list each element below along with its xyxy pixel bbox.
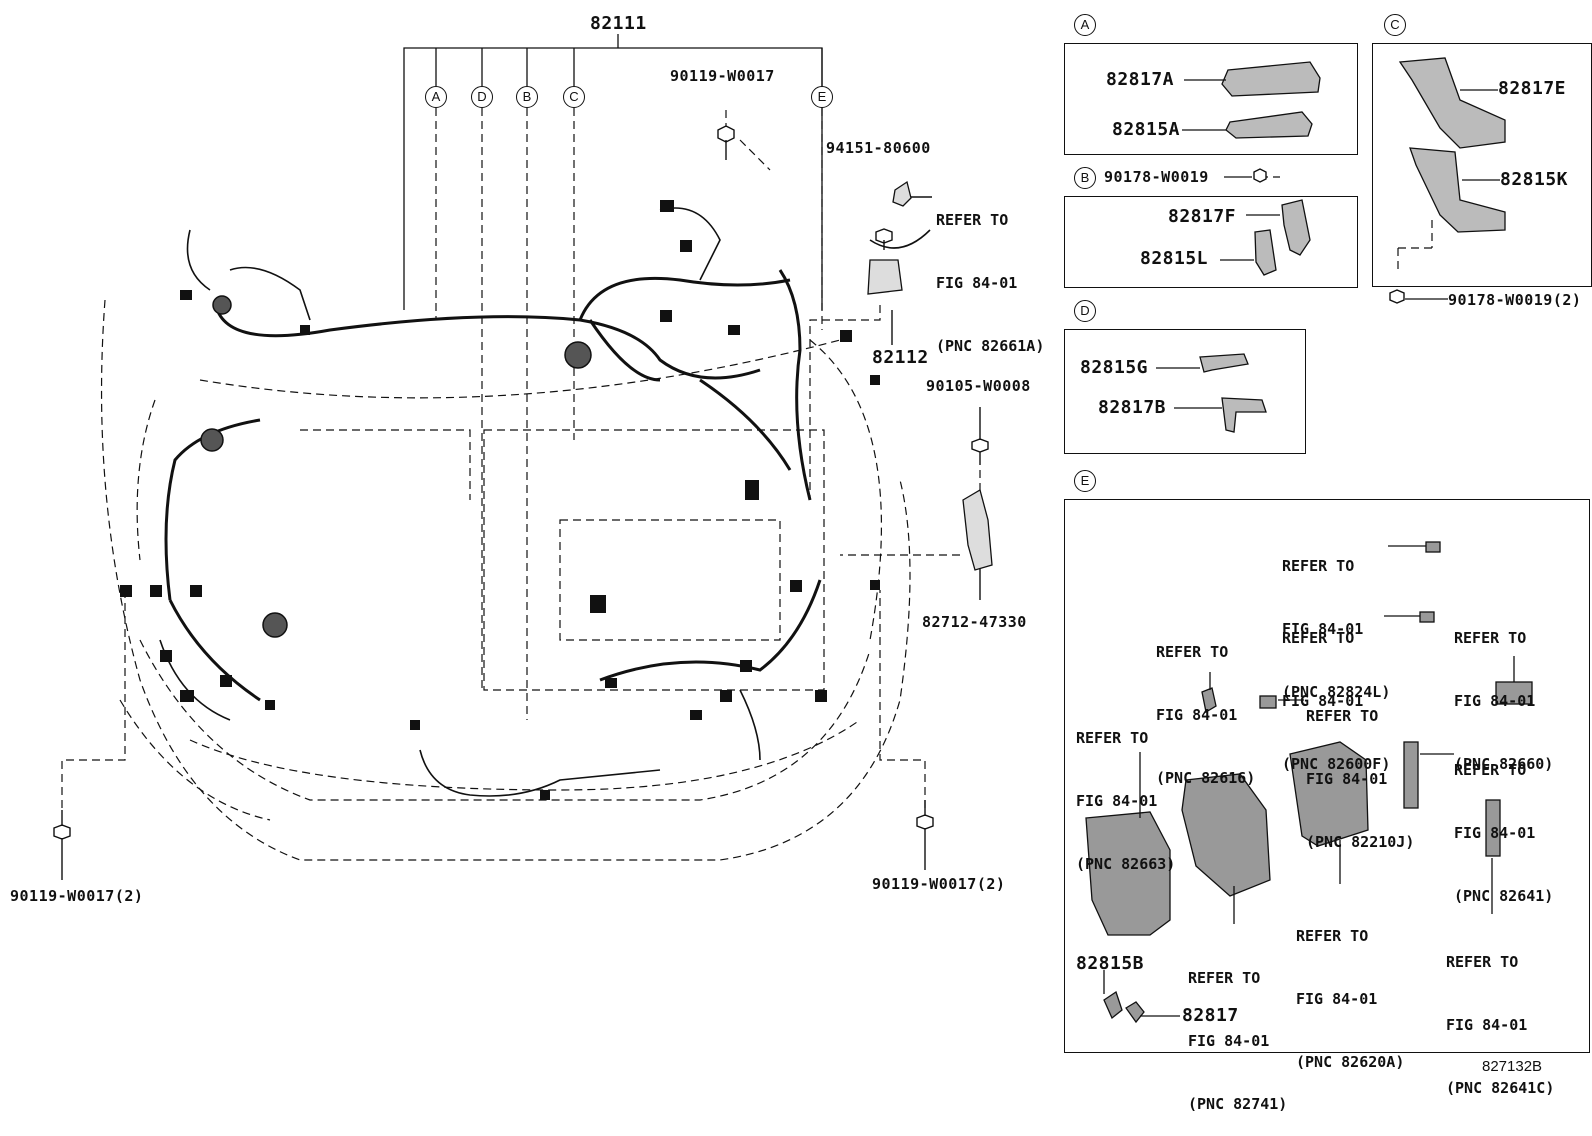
ref-82210j-line1: REFER TO	[1306, 707, 1379, 725]
panel-e-letter: E	[1074, 470, 1096, 492]
ref-top-line2: FIG 84-01	[936, 274, 1018, 292]
panel-a-letter: A	[1074, 14, 1096, 36]
ref-82741-line3: (PNC 82741)	[1188, 1095, 1288, 1113]
section-letter-a: A	[425, 86, 447, 108]
label-82817f: 82817F	[1168, 206, 1237, 227]
ref-82824l: REFER TO FIG 84-01 (PNC 82824L)	[1282, 514, 1390, 724]
label-82112: 82112	[872, 347, 929, 368]
label-82815l: 82815L	[1140, 248, 1209, 269]
panel-c-letter: C	[1384, 14, 1406, 36]
ref-82641c-line3: (PNC 82641C)	[1446, 1079, 1555, 1097]
ref-82210j: REFER TO FIG 84-01 (PNC 82210J)	[1306, 664, 1414, 874]
parts-diagram: A D B C E A B C D E 82111 90119-W0017 94…	[10, 13, 1592, 1113]
label-82817: 82817	[1182, 1005, 1239, 1026]
ref-82600f-line3: (PNC 82600F)	[1282, 755, 1391, 773]
ref-82616: REFER TO FIG 84-01 (PNC 82616)	[1156, 600, 1255, 810]
section-letter-b: B	[516, 86, 538, 108]
label-82817b: 82817B	[1098, 397, 1167, 418]
label-82817e: 82817E	[1498, 78, 1567, 99]
ref-82620a-line3: (PNC 82620A)	[1296, 1053, 1405, 1071]
ref-82660-line2: FIG 84-01	[1454, 692, 1536, 710]
ref-82741-line2: FIG 84-01	[1188, 1032, 1270, 1050]
ref-82660-line1: REFER TO	[1454, 629, 1527, 647]
ref-top-line3: (PNC 82661A)	[936, 337, 1045, 355]
label-bolt-top: 90119-W0017	[670, 67, 775, 85]
ref-82620a-line1: REFER TO	[1296, 927, 1369, 945]
panel-d	[1064, 329, 1306, 454]
panel-a	[1064, 43, 1358, 155]
ref-82210j-line2: FIG 84-01	[1306, 770, 1388, 788]
label-82815a: 82815A	[1112, 119, 1181, 140]
ref-82616-line3: (PNC 82616)	[1156, 769, 1256, 787]
label-90178-w0019: 90178-W0019	[1104, 168, 1209, 186]
ref-82663-line1: REFER TO	[1076, 729, 1149, 747]
ref-82824l-line2: FIG 84-01	[1282, 620, 1364, 638]
ref-82616-line2: FIG 84-01	[1156, 706, 1238, 724]
ref-82641c-line2: FIG 84-01	[1446, 1016, 1528, 1034]
ref-82620a-line2: FIG 84-01	[1296, 990, 1378, 1008]
ref-82616-line1: REFER TO	[1156, 643, 1229, 661]
label-82817a: 82817A	[1106, 69, 1175, 90]
label-90178-w0019-2: 90178-W0019(2)	[1448, 291, 1582, 309]
panel-e	[1064, 499, 1590, 1053]
label-bolt-left: 90119-W0017(2)	[10, 887, 144, 905]
ref-82641: REFER TO FIG 84-01 (PNC 82641)	[1454, 718, 1553, 928]
label-clamp-top: 94151-80600	[826, 139, 931, 157]
label-82815g: 82815G	[1080, 357, 1149, 378]
ref-top-line1: REFER TO	[936, 211, 1009, 229]
ref-82641c: REFER TO FIG 84-01 (PNC 82641C)	[1446, 910, 1554, 1120]
section-letter-e: E	[811, 86, 833, 108]
ref-82663-line3: (PNC 82663)	[1076, 855, 1176, 873]
ref-top: REFER TO FIG 84-01 (PNC 82661A)	[936, 168, 1044, 378]
ref-82600f: REFER TO FIG 84-01 (PNC 82600F)	[1282, 586, 1390, 796]
figure-id: 827132B	[1482, 1058, 1543, 1075]
label-82815k: 82815K	[1500, 169, 1569, 190]
ref-82641-line1: REFER TO	[1454, 761, 1527, 779]
ref-82620a: REFER TO FIG 84-01 (PNC 82620A)	[1296, 884, 1404, 1094]
ref-82641-line3: (PNC 82641)	[1454, 887, 1554, 905]
ref-82824l-line3: (PNC 82824L)	[1282, 683, 1391, 701]
section-letter-d: D	[471, 86, 493, 108]
ref-82741-line1: REFER TO	[1188, 969, 1261, 987]
label-82815b: 82815B	[1076, 953, 1145, 974]
ref-82663-line2: FIG 84-01	[1076, 792, 1158, 810]
ref-82600f-line2: FIG 84-01	[1282, 692, 1364, 710]
ref-82824l-line1: REFER TO	[1282, 557, 1355, 575]
label-82111: 82111	[590, 13, 647, 34]
ref-82641c-line1: REFER TO	[1446, 953, 1519, 971]
section-letter-c: C	[563, 86, 585, 108]
ref-82641-line2: FIG 84-01	[1454, 824, 1536, 842]
label-bracket: 82712-47330	[922, 613, 1027, 631]
label-bolt-bottom-right: 90119-W0017(2)	[872, 875, 1006, 893]
diagram-artwork	[53, 34, 1533, 1024]
ref-82600f-line1: REFER TO	[1282, 629, 1355, 647]
ref-82741: REFER TO FIG 84-01 (PNC 82741)	[1188, 926, 1287, 1136]
ref-82210j-line3: (PNC 82210J)	[1306, 833, 1415, 851]
panel-b-letter: B	[1074, 167, 1096, 189]
panel-b	[1064, 196, 1358, 288]
ref-82660: REFER TO FIG 84-01 (PNC 82660)	[1454, 586, 1553, 796]
ref-82660-line3: (PNC 82660)	[1454, 755, 1554, 773]
label-bolt-right: 90105-W0008	[926, 377, 1031, 395]
ref-82663: REFER TO FIG 84-01 (PNC 82663)	[1076, 686, 1175, 896]
panel-d-letter: D	[1074, 300, 1096, 322]
